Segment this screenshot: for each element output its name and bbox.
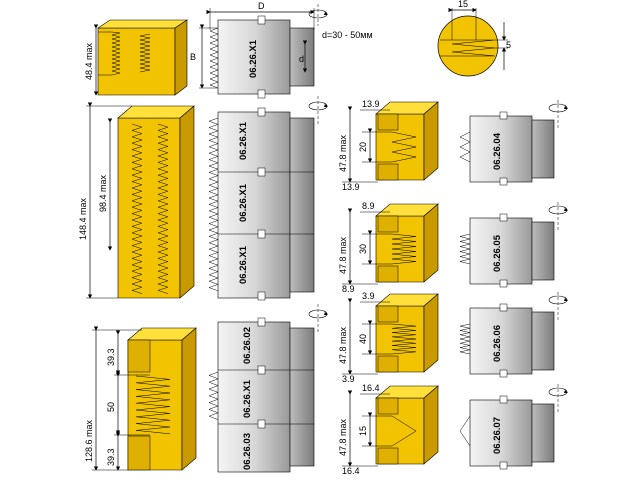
profile-top-offset: 13.9 — [362, 99, 380, 109]
rotation-icon-bottom — [308, 304, 328, 332]
rotation-icon-top — [308, 4, 328, 26]
profile-tool-code: 06.26.06 — [492, 325, 503, 362]
profile-tool-code: 06.26.04 — [492, 132, 503, 170]
tool-code-large-2: 06.26.X1 — [238, 183, 249, 222]
tool-code-bottom-2: 06.26.X1 — [242, 379, 253, 418]
profile-height-dim: 40 — [358, 334, 368, 344]
rotation-icon — [548, 384, 568, 412]
profile-rows: 47.8 max 20 13.9 13.9 06.26.04 47.8 max 30 8.9 8… — [338, 99, 568, 476]
rotation-icon-large — [308, 96, 328, 124]
rotation-icon — [548, 100, 568, 128]
profile-max-dim: 47.8 max — [338, 418, 348, 456]
bottom-seg-top: 39.3 — [106, 348, 116, 366]
profile-row: 47.8 max 30 8.9 8.9 06.26.05 — [338, 201, 568, 294]
bottom-seg-bot: 39.3 — [106, 448, 116, 466]
profile-height-dim: 20 — [358, 142, 368, 152]
profile-height-dim: 15 — [358, 426, 368, 436]
profile-top-offset: 8.9 — [362, 201, 375, 211]
profile-bottom-offset: 16.4 — [342, 466, 360, 476]
profile-tool-code: 06.26.07 — [492, 417, 503, 454]
profile-row: 47.8 max 40 3.9 3.9 06.26.06 — [338, 291, 568, 384]
profile-top-offset: 3.9 — [362, 291, 375, 301]
d-range: d=30 - 50мм — [322, 30, 373, 40]
dim-D: D — [258, 1, 265, 11]
profile-row: 47.8 max 15 16.4 16.4 06.26.07 — [338, 383, 568, 476]
bottom-seg-mid: 50 — [106, 402, 116, 412]
joint-block-large — [117, 105, 195, 299]
profile-top-offset: 16.4 — [362, 383, 380, 393]
tool-code-top: 06.26.X1 — [248, 39, 259, 78]
large-inner-height: 98.4 max — [98, 174, 108, 212]
tooth-detail — [437, 7, 508, 77]
dim-B: B — [190, 52, 196, 62]
profile-row: 47.8 max 20 13.9 13.9 06.26.04 — [338, 99, 568, 192]
profile-max-dim: 47.8 max — [338, 134, 348, 172]
profile-max-dim: 47.8 max — [338, 236, 348, 274]
rotation-icon — [548, 292, 568, 320]
cutter-stack-bottom — [208, 317, 315, 473]
tool-code-bottom-1: 06.26.02 — [242, 327, 253, 364]
large-outer-height: 148.4 max — [78, 197, 88, 240]
profile-tool-code: 06.26.05 — [492, 234, 503, 272]
rotation-icon — [548, 202, 568, 230]
tool-code-large-1: 06.26.X1 — [238, 121, 249, 160]
detail-height: 5 — [506, 40, 511, 50]
profile-bottom-offset: 3.9 — [342, 374, 355, 384]
tool-code-bottom-3: 06.26.03 — [242, 433, 253, 470]
detail-width: 15 — [458, 0, 468, 9]
cutter-top — [209, 15, 315, 99]
profile-height-dim: 30 — [358, 244, 368, 254]
tool-code-large-3: 06.26.X1 — [238, 245, 249, 284]
profile-max-dim: 47.8 max — [338, 326, 348, 364]
cutter-stack-large — [208, 107, 315, 301]
profile-bottom-offset: 8.9 — [342, 284, 355, 294]
dim-d: d — [299, 54, 304, 64]
joint-block-top — [97, 19, 188, 96]
top-height-dim: 48.4 max — [84, 42, 94, 80]
profile-bottom-offset: 13.9 — [342, 182, 360, 192]
bottom-outer-height: 128.6 max — [84, 419, 94, 462]
joint-block-bottom — [127, 327, 197, 471]
